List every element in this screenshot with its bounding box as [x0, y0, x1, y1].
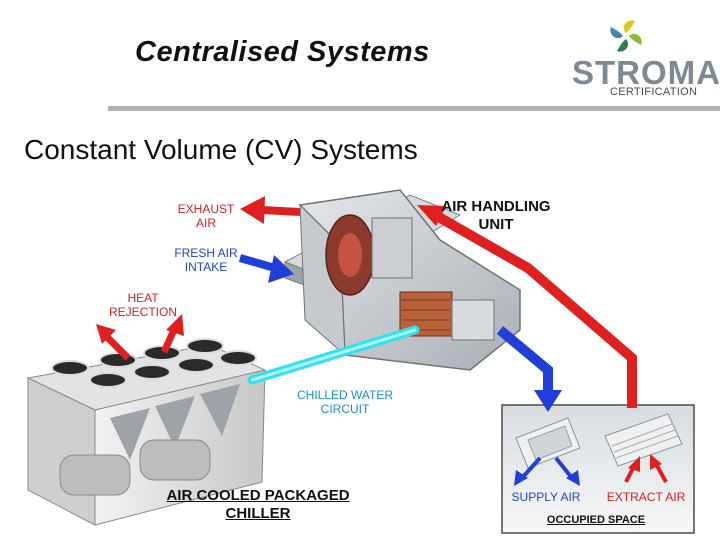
extract-air-duct-arrow — [417, 205, 637, 408]
pinwheel-logo-icon — [610, 20, 642, 52]
page-title: Centralised Systems — [135, 36, 430, 68]
packaged-chiller-illustration — [26, 338, 267, 526]
air-cooled-packaged-chiller-label: AIR COOLED PACKAGED CHILLER — [166, 487, 350, 522]
extract-air-label: EXTRACT AIR — [606, 490, 686, 504]
header-divider — [108, 106, 720, 111]
fresh-air-intake-label: FRESH AIR INTAKE — [174, 246, 238, 274]
exhaust-air-arrow — [240, 196, 301, 224]
heat-rejection-arrows — [96, 314, 184, 361]
fresh-air-intake-arrow — [238, 254, 294, 283]
stroma-logo — [560, 14, 700, 104]
supply-air-label: SUPPLY AIR — [511, 490, 581, 504]
page-subtitle: Constant Volume (CV) Systems — [24, 134, 418, 165]
logo-wordmark: STROMA — [572, 54, 720, 91]
chilled-water-circuit-label: CHILLED WATER CIRCUIT — [296, 388, 393, 416]
exhaust-air-label: EXHAUST AIR — [177, 202, 235, 230]
occupied-space-panel — [501, 404, 695, 534]
extract-grille-arrow — [624, 454, 668, 483]
heat-rejection-label: HEAT REJECTION — [108, 291, 177, 319]
supply-air-duct-arrow — [496, 326, 562, 412]
occupied-space-label: OCCUPIED SPACE — [546, 514, 646, 526]
air-handling-unit-label: AIR HANDLING UNIT — [441, 198, 551, 233]
air-handling-unit-illustration — [283, 189, 521, 371]
logo-tagline: CERTIFICATION — [610, 86, 698, 98]
chilled-water-pipe — [247, 325, 420, 385]
supply-diffuser-arrow — [514, 456, 580, 486]
